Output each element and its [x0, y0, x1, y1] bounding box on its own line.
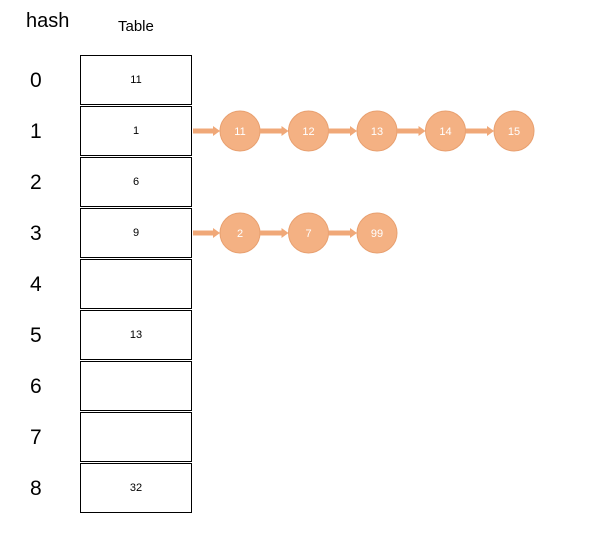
table-cell-3: 9 — [80, 208, 192, 258]
chain-node-3-1: 7 — [288, 212, 329, 254]
table-cell-7 — [80, 412, 192, 462]
hash-index-7: 7 — [30, 426, 42, 449]
chain-node-3-0: 2 — [219, 212, 261, 254]
chain-node-label: 11 — [234, 126, 245, 138]
hash-index-6: 6 — [30, 375, 42, 398]
table-cell-8: 32 — [80, 463, 192, 513]
chain-node-3-2: 99 — [356, 212, 398, 254]
chain-node-label: 2 — [237, 228, 243, 240]
table-cell-1: 1 — [80, 106, 192, 156]
chain-arrow-3-0 — [193, 228, 220, 238]
hash-index-8: 8 — [30, 477, 42, 500]
table-cell-2: 6 — [80, 157, 192, 207]
chain-arrow-3-2 — [328, 228, 357, 238]
table-cell-4 — [80, 259, 192, 309]
hash-index-4: 4 — [30, 273, 42, 296]
chain-arrow-1-1 — [260, 126, 289, 136]
chain-node-label: 14 — [439, 126, 451, 138]
chain-node-1-3: 14 — [425, 110, 466, 152]
chain-arrow-1-3 — [397, 126, 426, 136]
hash-index-5: 5 — [30, 324, 42, 347]
chain-node-label: 12 — [302, 126, 314, 138]
hash-index-2: 2 — [30, 171, 42, 194]
chain-node-1-1: 12 — [288, 110, 329, 152]
chain-node-1-0: 11 — [219, 110, 261, 152]
chain-node-1-4: 15 — [493, 110, 535, 152]
hash-index-3: 3 — [30, 222, 42, 245]
table-column-header: Table — [118, 18, 154, 35]
chain-node-label: 7 — [305, 228, 311, 240]
table-cell-6 — [80, 361, 192, 411]
hash-index-1: 1 — [30, 120, 42, 143]
table-cell-5: 13 — [80, 310, 192, 360]
hash-index-0: 0 — [30, 69, 42, 92]
chain-arrow-1-4 — [465, 126, 494, 136]
table-cell-0: 11 — [80, 55, 192, 105]
chain-node-1-2: 13 — [356, 110, 398, 152]
chain-arrow-3-1 — [260, 228, 289, 238]
chain-node-label: 13 — [371, 126, 383, 138]
chain-arrow-1-2 — [328, 126, 357, 136]
chain-node-label: 99 — [371, 228, 383, 240]
hash-column-header: hash — [26, 10, 70, 32]
chain-node-label: 15 — [508, 126, 520, 138]
chain-arrow-1-0 — [193, 126, 220, 136]
